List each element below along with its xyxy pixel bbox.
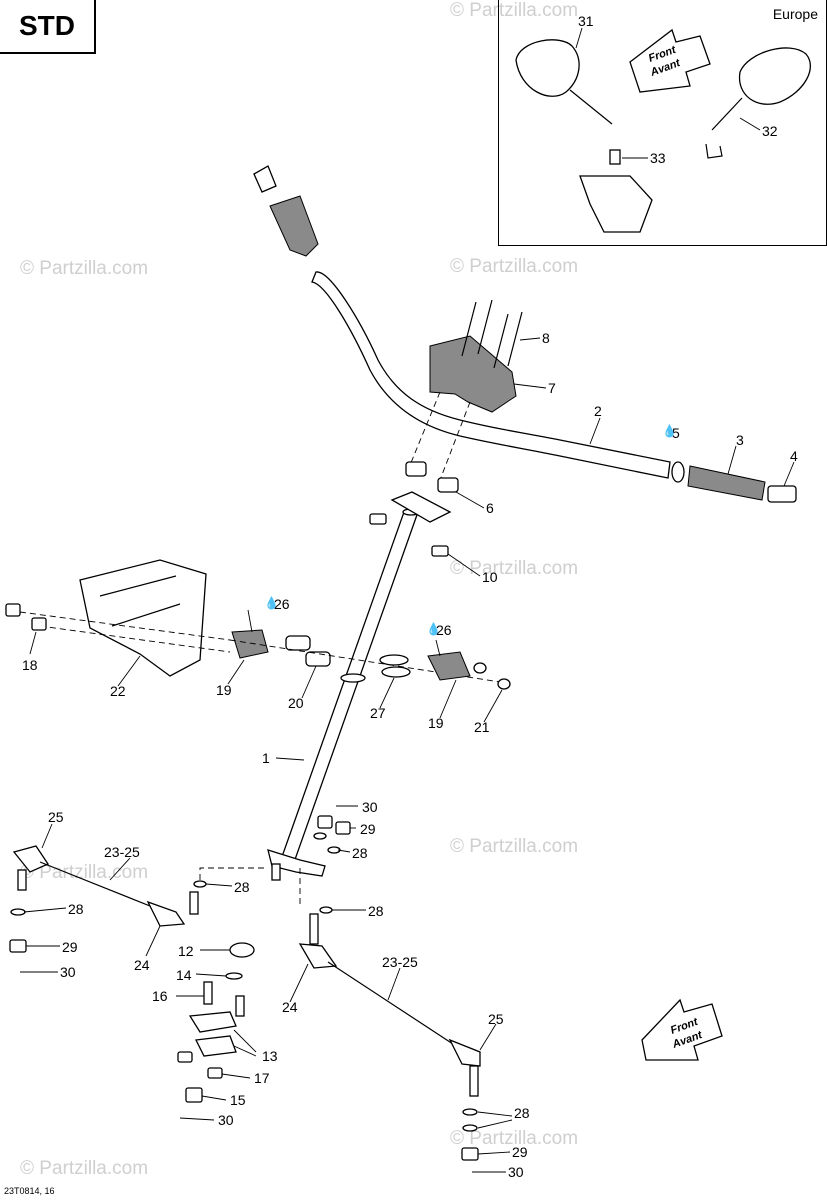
callout-22: 22 [110,683,126,699]
callout-31: 31 [578,13,594,29]
callout-3: 3 [736,432,744,448]
callout-28-lower: 28 [514,1105,530,1121]
callout-10: 10 [482,569,498,585]
front-arrow: Front Avant [641,998,723,1061]
callout-29-left: 29 [62,939,78,955]
leader-lines [20,27,795,1173]
callout-23-25-left: 23-25 [104,844,140,860]
callout-8: 8 [542,330,550,346]
callout-25-left: 25 [48,809,64,825]
watermark: © Partzilla.com [450,0,579,21]
watermark: © Partzilla.com [450,1128,579,1149]
callout-24-left: 24 [134,957,150,973]
callout-29-upper: 29 [360,821,376,837]
watermark: © Partzilla.com [450,558,579,579]
callout-26-right: 26 [436,622,452,638]
callout-30-lower: 30 [218,1112,234,1128]
handlebar-clamp [407,335,517,481]
inset-front-arrow: Front Avant [629,28,711,93]
oil-drop-icon: 💧 [662,424,677,438]
callout-12: 12 [178,943,194,959]
oil-drop-icon: 💧 [426,622,441,636]
callout-15: 15 [230,1092,246,1108]
europe-mirrors [515,39,811,233]
callout-17: 17 [254,1070,270,1086]
callout-27: 27 [370,705,386,721]
callout-5: 5 [672,425,680,441]
oil-drop-icon: 💧 [264,596,279,610]
lower-bearing-assembly [177,942,255,1103]
callout-25-right: 25 [488,1011,504,1027]
column-bearing [229,629,511,690]
callout-28-left: 28 [68,901,84,917]
callout-18: 18 [22,657,38,673]
std-badge: STD [0,0,96,54]
clamp-bolts [461,299,523,369]
callout-6: 6 [486,500,494,516]
callout-19-right: 19 [428,715,444,731]
callout-26-left: 26 [274,596,290,612]
callout-28-center: 28 [234,879,250,895]
callout-29-lower: 29 [512,1144,528,1160]
steering-bracket [5,559,231,677]
callout-30-upper: 30 [362,799,378,815]
callout-13: 13 [262,1048,278,1064]
column-hardware [193,815,351,914]
callout-2: 2 [594,403,602,419]
tie-rod-left [9,845,199,953]
callout-7: 7 [548,380,556,396]
europe-title: Europe [772,6,818,22]
watermark: © Partzilla.com [20,1158,149,1179]
watermark: © Partzilla.com [450,256,579,277]
drawing-code: 23T0814, 16 [4,1186,55,1196]
left-grip [253,165,319,257]
tie-rod-right [298,913,481,1161]
watermark: © Partzilla.com [20,258,149,279]
right-grip [671,461,797,503]
callout-20: 20 [288,695,304,711]
callout-16: 16 [152,988,168,1004]
watermark: © Partzilla.com [450,836,579,857]
callout-33: 33 [650,150,666,166]
callout-28-upper: 28 [352,845,368,861]
lower-clamp [369,461,459,557]
callout-1: 1 [262,750,270,766]
callout-30-left: 30 [60,964,76,980]
callout-24-right: 24 [282,999,298,1015]
callout-32: 32 [762,123,778,139]
callout-23-25-right: 23-25 [382,954,418,970]
callout-4: 4 [790,448,798,464]
callout-30-bottom: 30 [508,1164,524,1180]
callout-19-left: 19 [216,682,232,698]
callout-14: 14 [176,967,192,983]
handlebar [311,271,671,479]
callout-21: 21 [474,719,490,735]
callout-28-right: 28 [368,903,384,919]
